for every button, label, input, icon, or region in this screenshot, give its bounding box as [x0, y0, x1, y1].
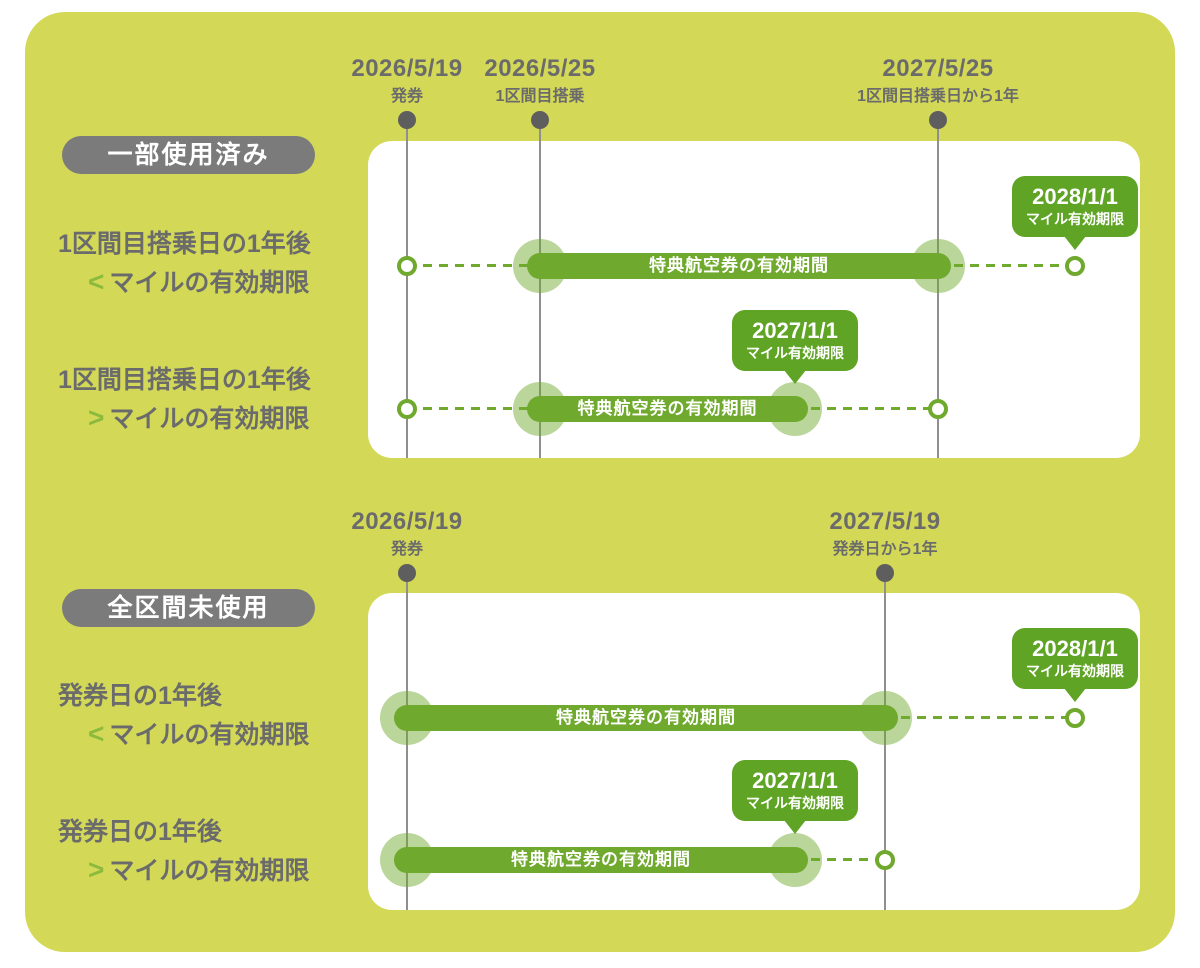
- row-label-line2: >マイルの有効期限: [58, 399, 311, 438]
- issue-open-circle: [397, 256, 417, 276]
- row-label-line1: 発券日の1年後: [58, 818, 222, 846]
- greater-than-symbol: >: [88, 402, 105, 433]
- date-marker-one-year-after-issue: 2027/5/19 発券日から1年: [735, 508, 1035, 560]
- less-than-symbol: <: [88, 718, 105, 749]
- mile-expiry-open-circle: [1065, 708, 1085, 728]
- issue-open-circle: [397, 399, 417, 419]
- row-label-line2-text: マイルの有効期限: [109, 857, 310, 885]
- row-label-line1: 1区間目搭乗日の1年後: [58, 230, 311, 258]
- one-year-open-circle: [875, 850, 895, 870]
- badge-partially-used: 一部使用済み: [62, 136, 315, 174]
- row-label-line2: <マイルの有効期限: [58, 715, 309, 754]
- row-label-line2-text: マイルの有効期限: [109, 405, 310, 433]
- bubble-date: 2027/1/1: [752, 318, 838, 343]
- mile-expiry-bubble: 2027/1/1 マイル有効期限: [732, 760, 858, 834]
- one-year-open-circle: [928, 399, 948, 419]
- marker-date: 2026/5/19: [351, 55, 463, 82]
- date-marker-issue: 2026/5/19 発券: [257, 55, 557, 107]
- marker-date: 2027/5/25: [882, 55, 994, 82]
- marker-label: 発券日から1年: [832, 541, 938, 558]
- dashed-connector: [795, 858, 885, 861]
- date-marker-first-boarding: 2026/5/25 1区間目搭乗: [390, 55, 690, 107]
- date-marker-issue: 2026/5/19 発券: [257, 508, 557, 560]
- dashed-connector: [407, 264, 540, 267]
- row-label-line1: 1区間目搭乗日の1年後: [58, 366, 311, 394]
- row-label: 発券日の1年後 >マイルの有効期限: [58, 814, 309, 890]
- mile-expiry-bubble: 2028/1/1 マイル有効期限: [1012, 176, 1138, 250]
- timeline-dot: [531, 111, 549, 129]
- marker-date: 2026/5/19: [351, 508, 463, 535]
- award-ticket-validity-bar: 特典航空券の有効期間: [394, 705, 898, 731]
- award-ticket-validity-bar: 特典航空券の有効期間: [394, 847, 808, 873]
- badge-unused: 全区間未使用: [62, 589, 315, 627]
- bubble-label: マイル有効期限: [1026, 211, 1124, 227]
- less-than-symbol: <: [88, 266, 105, 297]
- row-label: 1区間目搭乗日の1年後 <マイルの有効期限: [58, 226, 311, 302]
- row-label-line2-text: マイルの有効期限: [109, 269, 310, 297]
- timeline-dot: [398, 111, 416, 129]
- greater-than-symbol: >: [88, 854, 105, 885]
- guide-line-issue-date: [406, 120, 408, 458]
- marker-label: 発券: [390, 88, 423, 105]
- guide-line-first-boarding: [539, 120, 541, 458]
- award-ticket-validity-bar: 特典航空券の有効期間: [527, 253, 951, 279]
- row-label-line1: 発券日の1年後: [58, 682, 222, 710]
- row-label: 1区間目搭乗日の1年後 >マイルの有効期限: [58, 362, 311, 438]
- timeline-dot: [398, 564, 416, 582]
- marker-date: 2026/5/25: [484, 55, 596, 82]
- row-label: 発券日の1年後 <マイルの有効期限: [58, 678, 309, 754]
- marker-label: 発券: [390, 541, 423, 558]
- mile-expiry-bubble: 2027/1/1 マイル有効期限: [732, 310, 858, 384]
- bubble-date: 2028/1/1: [1032, 184, 1118, 209]
- mile-expiry-bubble: 2028/1/1 マイル有効期限: [1012, 628, 1138, 702]
- bubble-date: 2028/1/1: [1032, 636, 1118, 661]
- bubble-date: 2027/1/1: [752, 768, 838, 793]
- bubble-label: マイル有効期限: [1026, 663, 1124, 679]
- dashed-connector: [885, 716, 1075, 719]
- marker-date: 2027/5/19: [829, 508, 941, 535]
- marker-label: 1区間目搭乗: [495, 88, 585, 105]
- mile-expiry-open-circle: [1065, 256, 1085, 276]
- row-label-line2: <マイルの有効期限: [58, 263, 311, 302]
- bubble-label: マイル有効期限: [746, 795, 844, 811]
- row-label-line2: >マイルの有効期限: [58, 851, 309, 890]
- timeline-dot: [929, 111, 947, 129]
- timeline-dot: [876, 564, 894, 582]
- guide-line-one-year-after-issue: [884, 573, 886, 910]
- marker-label: 1区間目搭乗日から1年: [857, 88, 1019, 105]
- bubble-label: マイル有効期限: [746, 345, 844, 361]
- date-marker-one-year-after-boarding: 2027/5/25 1区間目搭乗日から1年: [788, 55, 1088, 107]
- guide-line-issue-date: [406, 573, 408, 910]
- row-label-line2-text: マイルの有効期限: [109, 721, 310, 749]
- dashed-connector: [795, 407, 938, 410]
- award-ticket-validity-bar: 特典航空券の有効期間: [527, 396, 808, 422]
- dashed-connector: [938, 264, 1075, 267]
- guide-line-one-year-after-boarding: [937, 120, 939, 458]
- dashed-connector: [407, 407, 540, 410]
